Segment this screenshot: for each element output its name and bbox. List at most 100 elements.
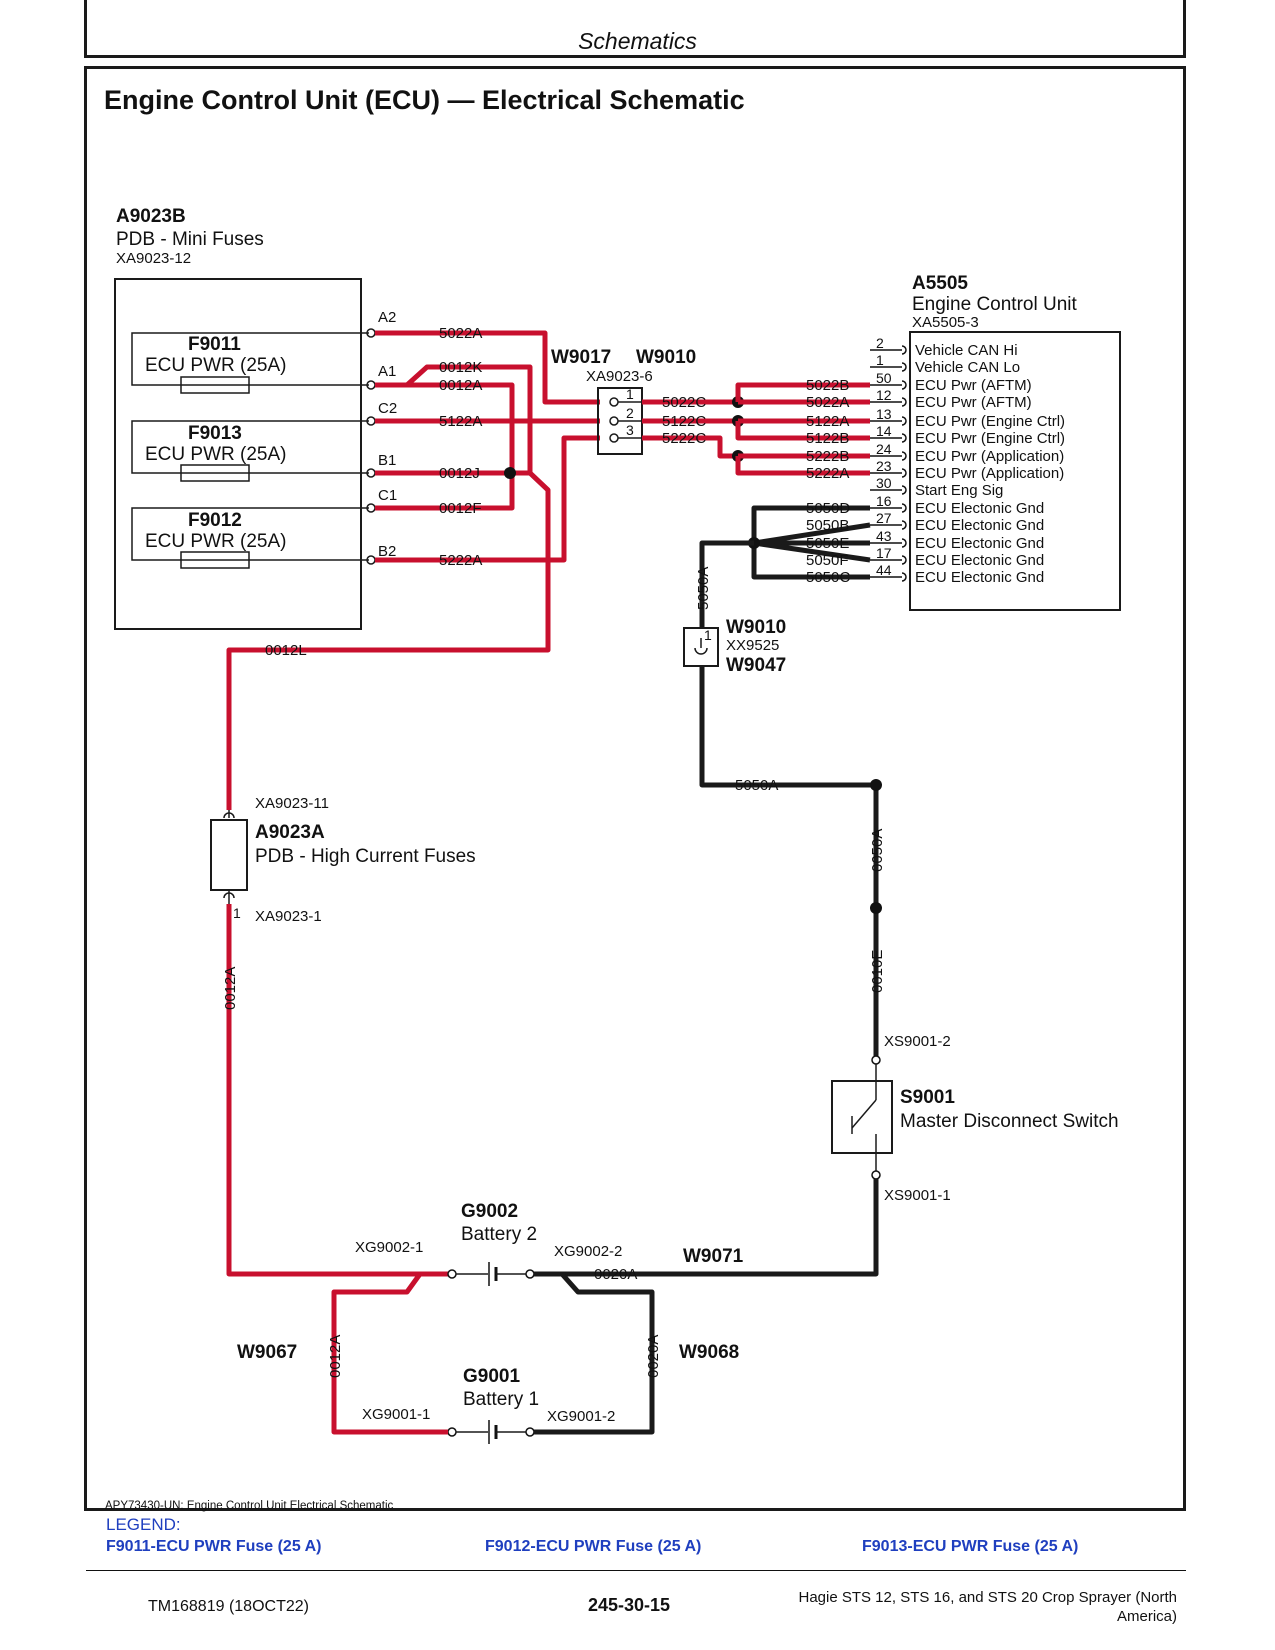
power-wires-ecu: 5022C 5122C 5222C 5022B 5022A 5122A 5122… (642, 377, 870, 482)
footer-rule (86, 1570, 1186, 1571)
ecu-pin-label: ECU Electonic Gnd (915, 535, 1044, 552)
xx9525-label: XX9525 (726, 637, 779, 654)
f9012-label: ECU PWR (25A) (145, 531, 286, 552)
xa9023-6-label: XA9023-6 (586, 368, 653, 385)
diagram-title: Engine Control Unit (ECU) — Electrical S… (104, 85, 745, 115)
ecu-pin-label: ECU Pwr (Application) (915, 465, 1064, 482)
ecu-pin-receptacle (901, 538, 907, 548)
xg9002-2-label: XG9002-2 (554, 1243, 622, 1260)
splice-connector: W9017 W9010 XA9023-6 1 2 3 (551, 347, 696, 455)
battery-1: G9001 Battery 1 XG9001-1 XG9001-2 (362, 1366, 615, 1444)
ecu-pin-receptacle (901, 520, 907, 530)
w9068-label: W9068 (679, 1342, 739, 1363)
wire-5222a (375, 435, 600, 563)
lbl-0012a-v: 0012A (222, 967, 239, 1010)
ecu-pin-label: ECU Electonic Gnd (915, 569, 1044, 586)
lbl-5050f: 5050F (806, 552, 849, 569)
ecu-pin-label: ECU Pwr (AFTM) (915, 394, 1032, 411)
ecu-pin-receptacle (901, 468, 907, 478)
ecu-pin-number: 14 (876, 423, 892, 439)
wire-0020a-battery (560, 1272, 655, 1435)
f9011-fuse-symbol (180, 376, 250, 394)
a5505-connector: XA5505-3 (912, 314, 979, 331)
xs9001-1-label: XS9001-1 (884, 1187, 951, 1204)
footer-page: 245-30-15 (588, 1595, 671, 1615)
splice-pin-2: 2 (626, 405, 634, 421)
ecu-pin-label: ECU Pwr (AFTM) (915, 377, 1032, 394)
splice-pin-3: 3 (626, 422, 634, 438)
ecu-pin-receptacle (901, 416, 907, 426)
lbl-5050a-h: 5050A (735, 777, 778, 794)
lbl-5050a-v: 5050A (695, 567, 712, 610)
lbl-5050c: 5050C (806, 569, 850, 586)
lbl-5050e: 5050E (806, 535, 849, 552)
lbl-5050b: 5050B (806, 517, 849, 534)
legend-item-f9012: F9012-ECU PWR Fuse (25 A) (485, 1538, 702, 1555)
a9023a-id: A9023A (255, 822, 325, 843)
ecu-pin-number: 50 (876, 370, 892, 386)
figure-caption: APY73430-UN: Engine Control Unit Electri… (105, 1500, 394, 1512)
f9013-label: ECU PWR (25A) (145, 444, 286, 465)
ecu-pin-receptacle (901, 451, 907, 461)
ecu-pin-number: 2 (876, 335, 884, 351)
f9013-id: F9013 (188, 423, 242, 444)
g9002-name: Battery 2 (461, 1224, 537, 1245)
lbl-5222b: 5222B (806, 448, 849, 465)
ecu-pin-number: 13 (876, 406, 892, 422)
f9012-box (131, 507, 362, 561)
g9001-name: Battery 1 (463, 1389, 539, 1410)
ecu-pin-number: 44 (876, 562, 892, 578)
a5505-id: A5505 (912, 273, 968, 294)
section-title: Schematics (578, 28, 697, 54)
ecu-pin-label: ECU Pwr (Engine Ctrl) (915, 430, 1065, 447)
ecu-pin-number: 12 (876, 387, 892, 403)
s9001-name: Master Disconnect Switch (900, 1111, 1119, 1132)
lbl-0012a-low: 0012A (327, 1335, 344, 1378)
f9011-label: ECU PWR (25A) (145, 355, 286, 376)
lbl-5022c: 5022C (662, 394, 706, 411)
xg9002-1-label: XG9002-1 (355, 1239, 423, 1256)
lbl-0010e: 0010E (869, 950, 886, 993)
ecu-pin-label: ECU Electonic Gnd (915, 500, 1044, 517)
lbl-5122b: 5122B (806, 430, 849, 447)
pin-c2: C2 (378, 400, 397, 417)
ecu-pin-receptacle (901, 397, 907, 407)
ecu-pin-label: Start Eng Sig (915, 482, 1003, 499)
ecu-pin-number: 43 (876, 528, 892, 544)
lbl-0012a-top: 0012A (439, 377, 482, 394)
battery-circuit: 0012A 0012A W9067 G9002 Battery 2 XG9002… (222, 904, 739, 1444)
lbl-0020a-h: 0020A (594, 1266, 637, 1283)
xa9023-11-label: XA9023-11 (255, 795, 329, 812)
lbl-5022a-ecu: 5022A (806, 394, 849, 411)
lbl-0012j: 0012J (439, 465, 480, 482)
ecu-pin-receptacle (901, 345, 907, 355)
g9002-id: G9002 (461, 1201, 518, 1222)
lbl-5022a: 5022A (439, 325, 482, 342)
ecu-pin-receptacle (901, 485, 907, 495)
lbl-0012k: 0012K (439, 359, 482, 376)
lbl-5122a-ecu: 5122A (806, 413, 849, 430)
diagram-frame (84, 66, 1186, 1511)
ecu-pin-receptacle (901, 433, 907, 443)
pin-b1: B1 (378, 452, 396, 469)
f9013-fuse-symbol (180, 464, 250, 482)
ecu-pin-label: Vehicle CAN Lo (915, 359, 1020, 376)
header-frame (84, 0, 1186, 58)
a9023b-name: PDB - Mini Fuses (116, 229, 264, 250)
a5505-box (909, 331, 1121, 611)
xs9001-2-label: XS9001-2 (884, 1033, 951, 1050)
pin-c1: C1 (378, 487, 397, 504)
lbl-0020a-v: 0020A (645, 1335, 662, 1378)
a9023b-id: A9023B (116, 206, 186, 227)
pin-a1: A1 (378, 363, 396, 380)
wire-0020a (592, 1179, 879, 1277)
master-disconnect-switch: S9001 Master Disconnect Switch XS9001-1 … (592, 1064, 1119, 1283)
pdb-high-current-fuses: XA9023-11 A9023A PDB - High Current Fuse… (210, 795, 476, 925)
w9010-top-label: W9010 (636, 347, 696, 368)
lbl-0050a: 0050A (869, 829, 886, 872)
ecu-pin-label: ECU Electonic Gnd (915, 552, 1044, 569)
footer-doc: TM168819 (18OCT22) (148, 1598, 309, 1615)
ecu-pin-label: ECU Electonic Gnd (915, 517, 1044, 534)
f9012-fuse-symbol (180, 551, 250, 569)
